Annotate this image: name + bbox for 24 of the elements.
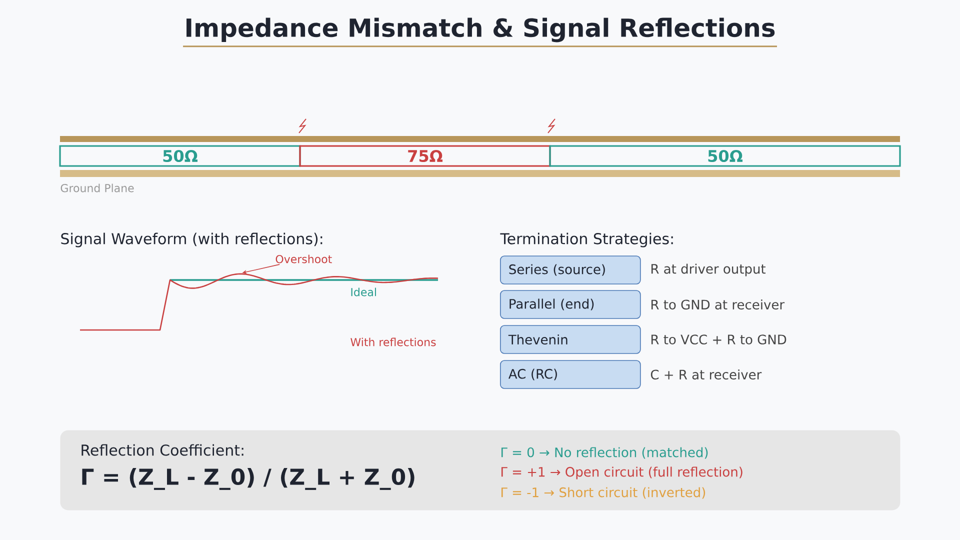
trace-segment: 50Ω	[59, 145, 301, 167]
strategy-box: Thevenin	[500, 325, 641, 354]
coefficient-note: Γ = 0 → No reflection (matched)	[501, 447, 708, 459]
strategy-box: AC (RC)	[500, 360, 641, 389]
curve-label: With reflections	[350, 338, 436, 346]
trace-segment: 75Ω	[299, 145, 551, 167]
caption-text: Ground Plane	[60, 184, 134, 192]
section-heading: Signal Waveform (with reflections):	[61, 232, 322, 248]
reflected-waveform	[80, 273, 438, 331]
description-text: R at driver output	[651, 264, 766, 276]
curve-label: Ideal	[351, 288, 376, 296]
coefficient-note: Γ = +1 → Open circuit (full reflection)	[501, 466, 742, 480]
formula: Γ = (Z_L - Z_0) / (Z_L + Z_0)	[82, 468, 414, 490]
panel-heading: Reflection Coefficient:	[82, 444, 244, 456]
description-text: R to VCC + R to GND	[651, 334, 786, 344]
annotation-text: Overshoot	[276, 254, 332, 264]
title: Impedance Mismatch & Signal Reflections	[186, 18, 775, 42]
description-text: C + R at receiver	[650, 369, 762, 380]
coefficient-note: Γ = -1 → Short circuit (inverted)	[501, 487, 706, 499]
description-text: R to GND at receiver	[651, 299, 785, 310]
trace-segment: 50Ω	[549, 145, 901, 167]
section-heading: Termination Strategies:	[500, 232, 673, 248]
strategy-box: Parallel (end)	[500, 290, 641, 319]
strategy-box: Series (source)	[500, 256, 641, 284]
